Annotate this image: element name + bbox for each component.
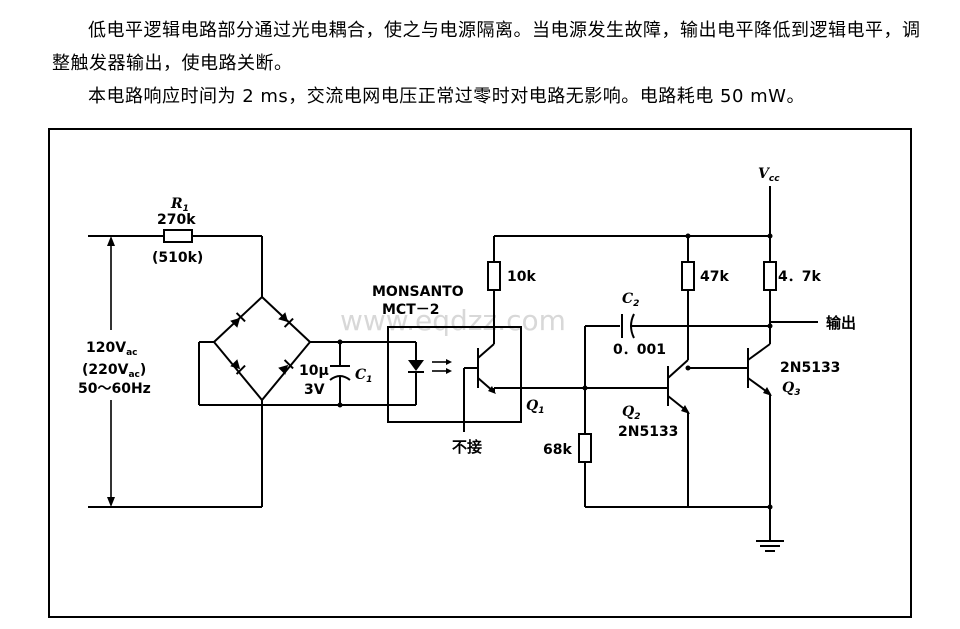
transistor-q2: Q2 2N5133: [618, 236, 690, 507]
watermark: www.eqdzz.com: [340, 304, 566, 337]
input-voltage-label: 120Vac (220Vac) 50～60Hz: [78, 340, 151, 397]
svg-text:50～60Hz: 50～60Hz: [78, 381, 151, 397]
q1-label: Q1: [526, 398, 544, 416]
vcc-terminal: Vcc: [758, 166, 780, 184]
svg-text:Vcc: Vcc: [758, 166, 780, 184]
svg-text:C1: C1: [355, 367, 372, 385]
q2-base-network: 68k: [543, 325, 688, 508]
svg-text:Q2: Q2: [622, 404, 640, 422]
q1-base-note: 不接: [452, 438, 482, 456]
r1-value: 270k: [157, 212, 196, 228]
optocoupler-part: MCT－2: [382, 302, 440, 318]
bridge-rectifier: [198, 295, 388, 406]
svg-text:4．7k: 4．7k: [778, 269, 821, 285]
svg-text:47k: 47k: [700, 269, 729, 285]
resistor-r1: R1 270k (510k): [152, 196, 203, 266]
description-paragraph-1: 低电平逻辑电路部分通过光电耦合，使之与电源隔离。当电源发生故障，输出电平降低到逻…: [52, 20, 921, 74]
svg-text:2N5133: 2N5133: [780, 360, 840, 376]
svg-text:3V: 3V: [304, 382, 325, 398]
ground-symbol: [688, 504, 784, 552]
optocoupler-mct2: MONSANTO MCT－2 不接 Q1: [372, 236, 585, 456]
svg-text:68k: 68k: [543, 442, 572, 458]
transistor-q3: 2N5133 Q3: [747, 326, 840, 540]
description-paragraph-2: 本电路响应时间为 2 ms，交流电网电压正常过零时对电路无影响。电路耗电 50 …: [88, 86, 805, 107]
resistor-10k: 10k: [487, 235, 770, 291]
svg-text:10k: 10k: [507, 269, 536, 285]
capacitor-c2: C2 0．001: [613, 291, 770, 358]
svg-text:0．001: 0．001: [613, 342, 666, 358]
svg-text:Q3: Q3: [782, 380, 800, 398]
output-label: 输出: [826, 314, 856, 332]
resistor-4k7: 4．7k: [763, 186, 821, 329]
input-voltage-arrow: [107, 236, 115, 507]
diagram-frame: [48, 128, 912, 618]
description-text: 低电平逻辑电路部分通过光电耦合，使之与电源隔离。当电源发生故障，输出电平降低到逻…: [52, 14, 932, 113]
output-terminal: 输出: [770, 314, 856, 332]
svg-text:(220Vac): (220Vac): [82, 362, 146, 380]
svg-text:2N5133: 2N5133: [618, 424, 678, 440]
capacitor-c1: 10μ 3V C1: [299, 339, 372, 408]
svg-text:R1: R1: [170, 196, 189, 214]
r1-alt-value: (510k): [152, 250, 203, 266]
svg-text:10μ: 10μ: [299, 363, 329, 379]
svg-text:120Vac: 120Vac: [86, 340, 137, 358]
svg-text:C2: C2: [622, 291, 639, 309]
input-wiring: [88, 235, 263, 508]
resistor-47k: 47k: [681, 233, 748, 371]
optocoupler-maker: MONSANTO: [372, 284, 464, 300]
